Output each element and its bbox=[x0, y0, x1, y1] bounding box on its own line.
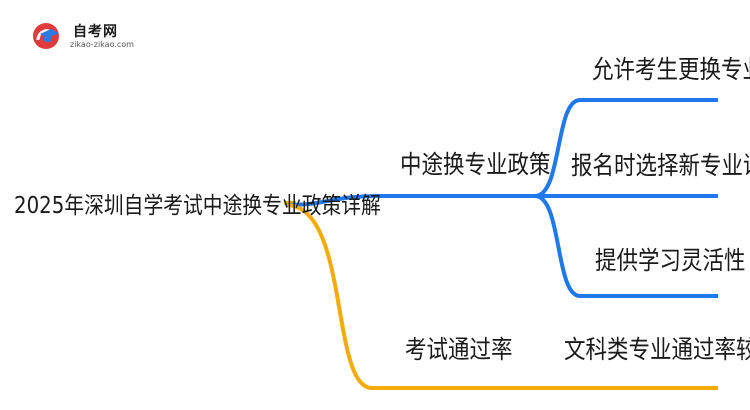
site-logo[interactable]: 自考网 zikao-zikao.com bbox=[30, 20, 140, 52]
connector-root-to-policy bbox=[285, 194, 535, 207]
leaf-allow-major-change: 允许考生更换专业 bbox=[592, 55, 750, 84]
mindmap-root: 2025年深圳自学考试中途换专业政策详解 bbox=[14, 193, 381, 219]
connector-policy-to-allow bbox=[534, 98, 718, 198]
logo-title: 自考网 bbox=[73, 24, 118, 40]
connector-root-to-passrate bbox=[285, 203, 535, 390]
connector-policy-to-flexibility bbox=[534, 194, 718, 298]
branch-policy: 中途换专业政策 bbox=[400, 150, 551, 179]
leaf-learning-flexibility: 提供学习灵活性 bbox=[595, 246, 746, 275]
branch-pass-rate: 考试通过率 bbox=[405, 335, 513, 364]
leaf-choose-new-courses: 报名时选择新专业课程 bbox=[571, 151, 750, 180]
leaf-arts-pass-rate: 文科类专业通过率较高 bbox=[564, 335, 750, 364]
logo-subtitle: zikao-zikao.com bbox=[70, 40, 134, 49]
graduation-cap-icon bbox=[33, 23, 59, 49]
